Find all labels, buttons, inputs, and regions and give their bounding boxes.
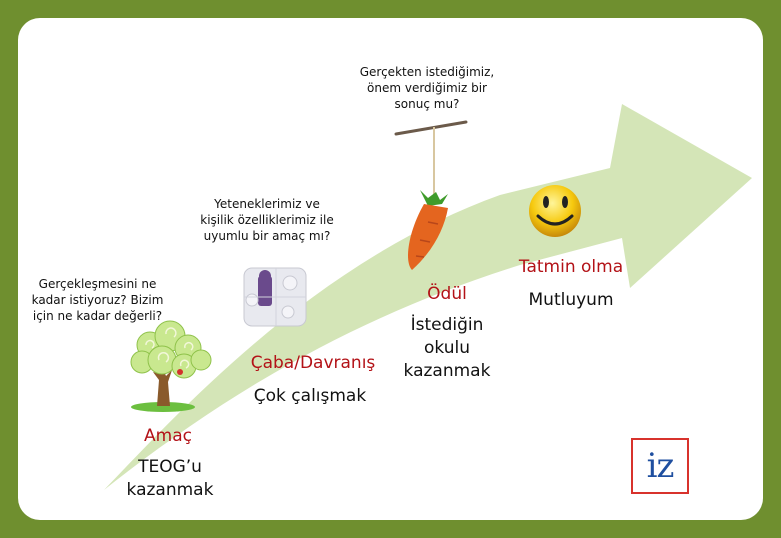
satisfaction-text: Mutluyum bbox=[528, 290, 614, 310]
satisfaction-title: Tatmin olma bbox=[518, 257, 624, 277]
carrot-icon bbox=[394, 120, 468, 270]
reward-text: İstediğin okulu kazanmak bbox=[403, 315, 491, 381]
reward-question: Gerçekten istediğimiz, önem verdiğimiz b… bbox=[359, 65, 495, 112]
goal-question: Gerçekleşmesini ne kadar istiyoruz? Bizi… bbox=[31, 277, 164, 324]
logo-text: iz bbox=[646, 446, 675, 486]
tree-icon bbox=[130, 320, 212, 412]
goal-title: Amaç bbox=[144, 426, 192, 446]
progress-arrow bbox=[104, 104, 752, 490]
reward-title: Ödül bbox=[427, 284, 467, 304]
goal-text: TEOG’u kazanmak bbox=[126, 457, 214, 500]
iz-logo: iz bbox=[631, 438, 689, 494]
effort-title: Çaba/Davranış bbox=[250, 353, 376, 373]
effort-text: Çok çalışmak bbox=[253, 386, 367, 406]
effort-question: Yeteneklerimiz ve kişilik özelliklerimiz… bbox=[200, 197, 334, 244]
puzzle-icon bbox=[243, 267, 307, 327]
smiley-icon bbox=[529, 185, 581, 237]
